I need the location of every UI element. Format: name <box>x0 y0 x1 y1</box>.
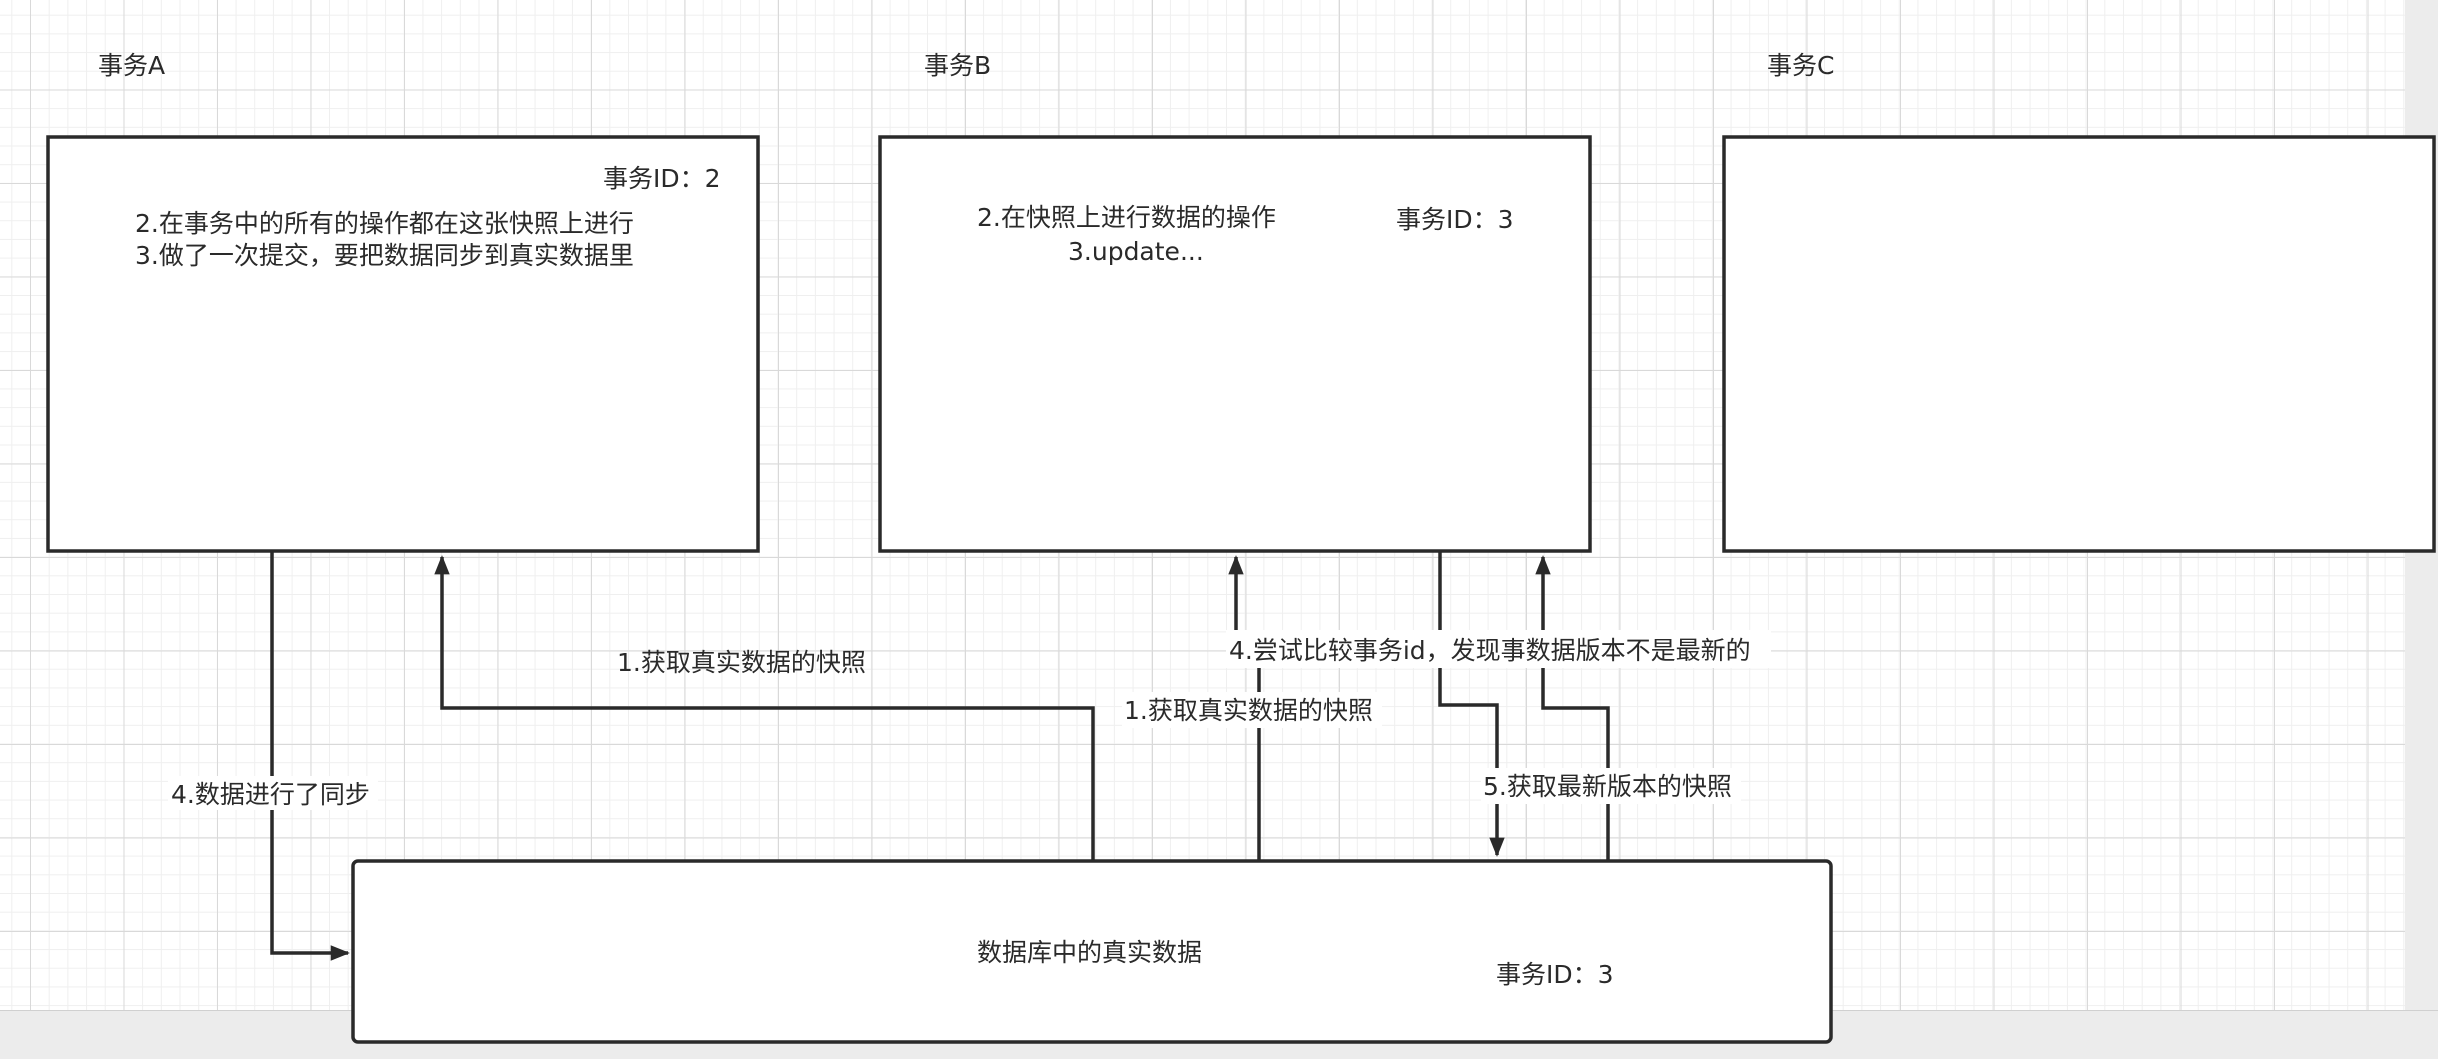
snapshot-to-b-label-bg <box>1122 692 1382 728</box>
snapshot-to-a-connector[interactable] <box>434 555 1095 861</box>
transaction-a-box[interactable] <box>46 135 760 553</box>
transaction-b-box[interactable] <box>878 135 1592 553</box>
transaction-a-id: 事务ID：2 <box>603 164 721 193</box>
transaction-a-step-2: 2.在事务中的所有的操作都在这张快照上进行 <box>135 209 634 238</box>
compare-label: 4.尝试比较事务id，发现事数据版本不是最新的 <box>1229 636 1751 665</box>
transaction-c-box[interactable] <box>1722 135 2436 553</box>
transaction-c-header: 事务C <box>1767 51 1834 80</box>
snapshot-to-b-label: 1.获取真实数据的快照 <box>1124 696 1373 725</box>
compare-id-connector[interactable] <box>1438 551 1505 857</box>
transaction-b-id: 事务ID：3 <box>1396 205 1514 234</box>
sync-label-bg <box>168 776 378 810</box>
latest-label-bg <box>1481 768 1741 804</box>
sync-connector[interactable] <box>270 551 350 961</box>
snapshot-to-a-label: 1.获取真实数据的快照 <box>617 648 866 677</box>
compare-label-bg <box>1226 630 1771 668</box>
transaction-b-step-3: 3.update... <box>1068 237 1204 266</box>
latest-label: 5.获取最新版本的快照 <box>1483 772 1732 801</box>
sync-label: 4.数据进行了同步 <box>171 780 370 809</box>
transaction-a-header: 事务A <box>98 51 165 80</box>
latest-snapshot-connector[interactable] <box>1535 555 1610 861</box>
transaction-a-step-3: 3.做了一次提交，要把数据同步到真实数据里 <box>135 241 634 270</box>
database-id: 事务ID：3 <box>1496 960 1614 989</box>
transaction-b-step-2: 2.在快照上进行数据的操作 <box>977 203 1276 232</box>
transaction-b-header: 事务B <box>924 51 991 80</box>
database-title: 数据库中的真实数据 <box>977 938 1202 967</box>
